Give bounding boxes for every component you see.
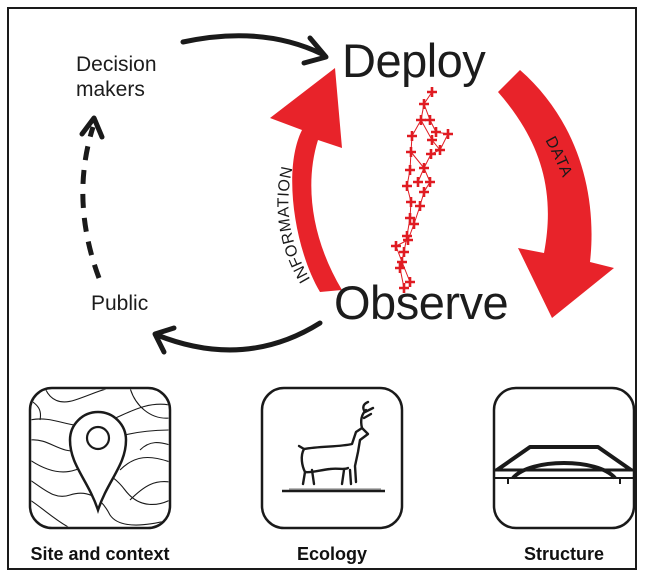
sensor-cross-marker (416, 115, 426, 125)
sensor-cross-marker (405, 165, 415, 175)
sensor-cross-marker (443, 129, 453, 139)
deer-icon (260, 386, 404, 530)
bridge-arch-icon (492, 386, 636, 530)
caption-structure: Structure (523, 544, 604, 564)
sensor-cross-marker (419, 187, 429, 197)
sensor-cross-marker (415, 201, 425, 211)
sensor-cross-marker (403, 235, 413, 245)
sensor-cross-marker (391, 241, 401, 251)
sensor-markers (391, 87, 453, 293)
sensor-cross-marker (405, 213, 415, 223)
information-arrow (270, 68, 342, 292)
sensor-cross-marker (431, 127, 441, 137)
sensor-cross-marker (395, 263, 405, 273)
sensor-cross-marker (427, 87, 437, 97)
decision-makers-label: Decision makers (76, 53, 157, 101)
caption-ecology: Ecology (296, 544, 367, 564)
arrow-observe-to-public (154, 320, 323, 353)
arrow-public-to-decision-dashed (80, 126, 102, 279)
sensor-cross-marker (419, 163, 429, 173)
sensor-cross-marker (406, 197, 416, 207)
arrowhead-decision-makers (79, 115, 105, 140)
observe-label: Observe (334, 276, 509, 329)
sensor-cross-marker (425, 115, 435, 125)
deploy-label: Deploy (342, 34, 486, 87)
arrowhead-deploy (301, 35, 329, 66)
sensor-cross-marker (407, 131, 417, 141)
sensor-cross-marker (402, 181, 412, 191)
map-pin-icon (28, 386, 172, 530)
sensor-cross-marker (397, 257, 407, 267)
sensor-cross-marker (399, 247, 409, 257)
sensor-cross-marker (427, 135, 437, 145)
sensor-cross-marker (435, 145, 445, 155)
sensor-cross-marker (419, 99, 429, 109)
public-label: Public (91, 292, 149, 315)
sensor-cross-marker (409, 219, 419, 229)
sensor-cross-marker (425, 177, 435, 187)
sensor-cross-marker (406, 147, 416, 157)
sensor-cross-marker (426, 149, 436, 159)
arrow-decision-to-deploy (180, 33, 325, 57)
arrowhead-public (152, 325, 177, 355)
caption-site-and-context: Site and context (30, 544, 170, 564)
sensor-cross-marker (399, 283, 409, 293)
sensor-cross-marker (405, 277, 415, 287)
sensor-cross-marker (413, 177, 423, 187)
data-arrow (498, 70, 614, 318)
